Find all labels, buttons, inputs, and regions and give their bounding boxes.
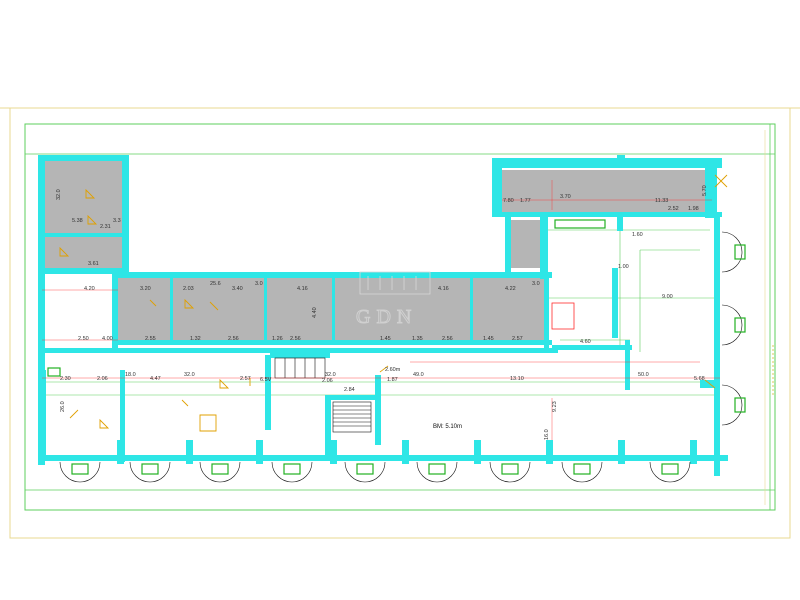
dim-label: 1.32 (190, 336, 201, 342)
red-marker-box (551, 302, 575, 330)
dim-label: 1.26 (272, 336, 283, 342)
dim-label: 1.77 (520, 198, 531, 204)
dim-label: 4.47 (150, 376, 161, 382)
dim-label: 32.0 (325, 372, 336, 378)
room-height-label: 2.60m (385, 367, 401, 373)
dim-label: 50.0 (638, 372, 649, 378)
dim-label: 32.0 (56, 189, 62, 200)
dim-label: 2.50 (78, 336, 89, 342)
dim-label: 9.23 (552, 401, 558, 412)
frame-lines (0, 107, 800, 539)
dim-label: 3.70 (560, 194, 571, 200)
dimension-labels: 32.0 5.38 2.31 3.61 3.3 7.80 1.77 11.33 … (56, 185, 708, 440)
dim-label: 4.16 (438, 286, 449, 292)
dim-label: 4.16 (297, 286, 308, 292)
dim-label: 2.06 (322, 378, 333, 384)
staircase (274, 357, 372, 433)
dim-label: 4.22 (505, 286, 516, 292)
dim-label: 26.0 (60, 401, 66, 412)
dim-label: 1.00 (618, 264, 629, 270)
dim-label: 2.31 (100, 224, 111, 230)
window-bays (59, 231, 743, 483)
dim-label: 4.60 (580, 339, 591, 345)
dim-label: 2.30 (60, 376, 71, 382)
dim-label: 3.3 (113, 218, 121, 224)
walls (38, 155, 728, 476)
dim-label: 16.0 (544, 429, 550, 440)
dim-label: 1.45 (483, 336, 494, 342)
dim-label: 9.00 (662, 294, 673, 300)
dim-label: 13.10 (510, 376, 524, 382)
watermark-text: GDN (356, 306, 417, 328)
dim-label: 3.0 (532, 281, 540, 287)
dim-label: 32.0 (184, 372, 195, 378)
dim-label: 2.56 (442, 336, 453, 342)
dim-label: 3.0 (255, 281, 263, 287)
dim-label: 5.38 (72, 218, 83, 224)
dim-label: 1.60 (632, 232, 643, 238)
dim-label: 3.20 (140, 286, 151, 292)
dim-label: 3.40 (232, 286, 243, 292)
dim-label: 2.06 (97, 376, 108, 382)
dimension-lines (42, 180, 720, 440)
dim-label: 25.6 (210, 281, 221, 287)
doors (59, 174, 728, 432)
dim-label: 6.5V (260, 377, 272, 383)
dim-label: 2.57 (512, 336, 523, 342)
dim-label: 2.52 (668, 206, 679, 212)
room-fills (42, 158, 712, 452)
dim-label: 3.61 (88, 261, 99, 267)
room-height-text: BM: 5.10m (433, 424, 462, 430)
dim-label: 2.56 (228, 336, 239, 342)
dim-label: 1.45 (380, 336, 391, 342)
dim-label: 11.33 (655, 198, 668, 204)
fixtures (47, 219, 746, 475)
dim-label: 18.0 (125, 372, 136, 378)
dim-label: 4.20 (84, 286, 95, 292)
dim-label: 2.84 (344, 387, 355, 393)
dim-label: 5.70 (702, 185, 708, 196)
dim-label: 1.98 (688, 206, 699, 212)
dim-label: 4.00 (102, 336, 113, 342)
watermark: GDN (356, 271, 431, 329)
dim-label: 1.35 (412, 336, 423, 342)
dim-label: 7.80 (503, 198, 514, 204)
dim-label: 2.56 (290, 336, 301, 342)
dim-label: 49.0 (413, 372, 424, 378)
dim-label: 2.03 (183, 286, 194, 292)
dim-label: 1.87 (387, 377, 398, 383)
dim-label: 5.68 (694, 376, 705, 382)
dim-label: 4.40 (312, 307, 318, 318)
dim-label: 2.57 (240, 376, 251, 382)
dim-label: 2.55 (145, 336, 156, 342)
